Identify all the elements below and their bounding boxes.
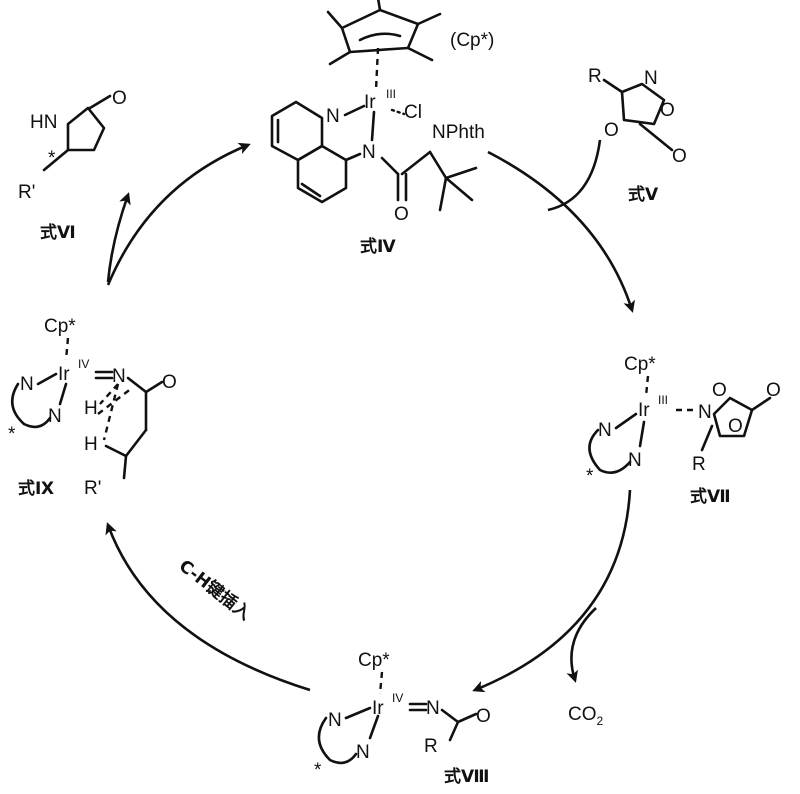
- cp-IX: Cp*: [44, 316, 76, 337]
- iridium-VII: Ir: [638, 400, 650, 421]
- n-pyridine-IV: N: [326, 106, 340, 127]
- o1-VII: O: [712, 380, 727, 401]
- arrow-VIII-to-IX: [105, 522, 311, 692]
- r-V: R: [588, 66, 602, 87]
- compound-IX: Cp* Ir IV N O H H R' N N * 式Ⅸ: [8, 316, 177, 499]
- n1-VII: N: [598, 420, 612, 441]
- caption-VI: 式Ⅵ: [40, 222, 76, 243]
- iridium-VIII: Ir: [372, 698, 384, 719]
- o-ring1-V: O: [660, 100, 675, 121]
- arrow-V-join: [547, 139, 602, 212]
- n3-VII: N: [698, 402, 712, 423]
- oxidation-VIII: IV: [392, 691, 403, 705]
- nphth-IV: NPhth: [432, 122, 485, 143]
- n-V: N: [644, 68, 658, 89]
- o-IX: O: [162, 372, 177, 393]
- n2-IX: N: [48, 406, 62, 427]
- arrow-IX-to-VI: [106, 142, 251, 286]
- step-label-ch-insertion: C-H键插入: [175, 555, 255, 624]
- oxidation-VII: III: [658, 393, 668, 407]
- n1-VIII: N: [328, 710, 342, 731]
- cp-star-label-IV: (Cp*): [450, 30, 494, 51]
- compound-VI: HN O * R' 式Ⅵ: [18, 88, 127, 243]
- oxidation-IV: III: [386, 87, 396, 101]
- o-carbonyl-V: O: [672, 146, 687, 167]
- r-prime-VI: R': [18, 182, 35, 203]
- compound-V: R N O O O 式Ⅴ: [588, 66, 687, 205]
- arrow-VI-curve: [106, 192, 131, 283]
- r-VIII: R: [424, 736, 438, 757]
- arrow-co2-release: [566, 607, 597, 683]
- stereo-IX: *: [8, 424, 16, 445]
- r-prime-IX: R': [84, 478, 101, 499]
- oxygen-IV: O: [394, 204, 409, 225]
- caption-VII: 式Ⅶ: [690, 486, 731, 507]
- o-ring2-V: O: [604, 120, 619, 141]
- stereo-VII: *: [586, 466, 594, 487]
- o2-VII: O: [766, 380, 781, 401]
- compound-IV: (Cp*) Ir III Cl N N O NPhth 式Ⅳ: [270, 0, 494, 257]
- n3-VIII: N: [426, 698, 440, 719]
- caption-IX: 式Ⅸ: [18, 478, 54, 499]
- stereo-VI: *: [48, 148, 56, 169]
- caption-IV: 式Ⅳ: [360, 236, 396, 257]
- n3-IX: N: [112, 366, 126, 387]
- h1-IX: H: [84, 398, 98, 419]
- chloride-IV: Cl: [404, 102, 422, 123]
- n2-VIII: N: [356, 742, 370, 763]
- o3-VII: O: [728, 416, 743, 437]
- caption-V: 式Ⅴ: [628, 184, 659, 205]
- stereo-VIII: *: [314, 760, 322, 781]
- n1-IX: N: [20, 374, 34, 395]
- arrow-VII-to-VIII: [472, 489, 632, 693]
- n2-VII: N: [628, 450, 642, 471]
- r-VII: R: [692, 454, 706, 475]
- n-amide-IV: N: [362, 142, 376, 163]
- o-VI: O: [112, 88, 127, 109]
- caption-VIII: 式Ⅷ: [444, 766, 489, 787]
- oxidation-IX: IV: [78, 357, 89, 371]
- compound-VIII: Cp* Ir IV N O R N N * 式Ⅷ: [314, 650, 491, 787]
- iridium-IV: Ir: [364, 92, 376, 113]
- compound-VII: Cp* Ir III N O O O R N N * 式Ⅶ: [586, 354, 781, 507]
- iridium-IX: Ir: [58, 364, 70, 385]
- hn-VI: HN: [30, 112, 57, 133]
- cp-VIII: Cp*: [358, 650, 390, 671]
- h2-IX: H: [84, 434, 98, 455]
- o-VIII: O: [476, 706, 491, 727]
- co2-label: CO2: [568, 704, 604, 728]
- arrow-IV-to-VII: [487, 150, 635, 313]
- cp-VII: Cp*: [624, 354, 656, 375]
